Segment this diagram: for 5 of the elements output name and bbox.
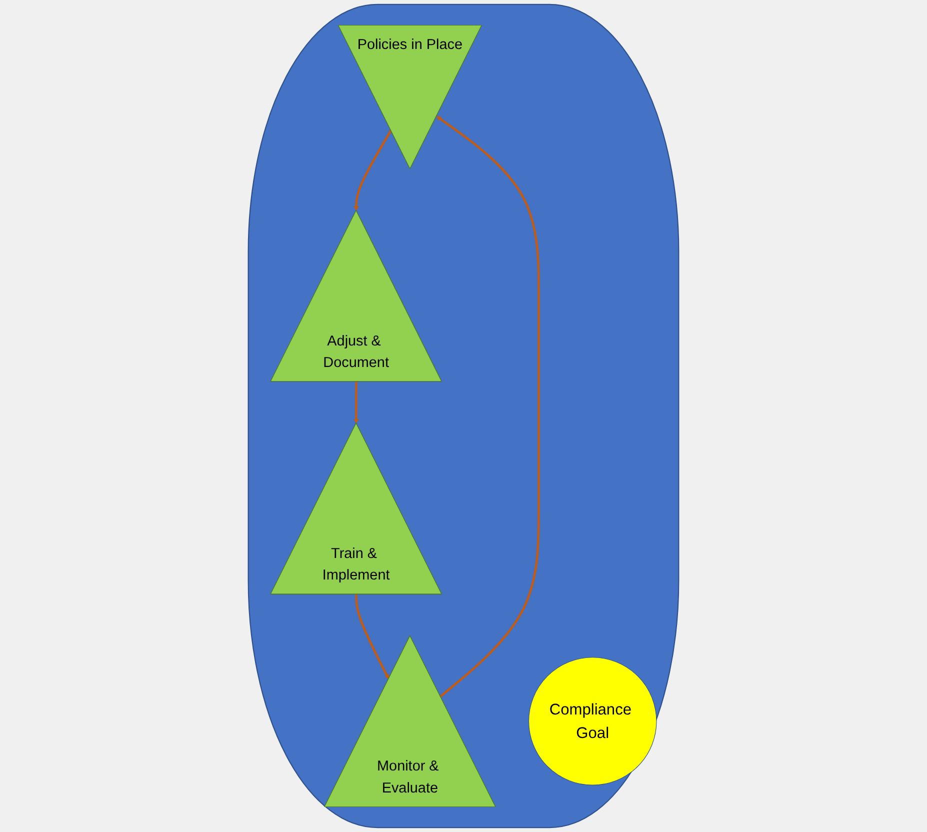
arrow [354,130,392,211]
node-circle: Compliance Goal [528,657,657,786]
arrow [354,382,359,424]
arrow [436,116,540,698]
arrow [355,594,389,680]
